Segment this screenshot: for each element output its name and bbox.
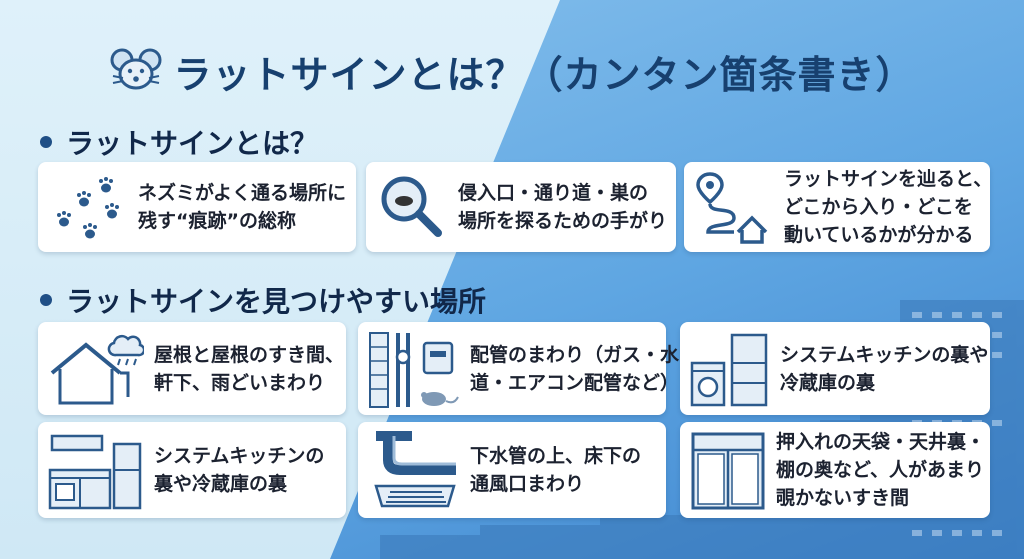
- place-card-roof-text: 屋根と屋根のすき間、 軒下、雨どいまわり: [154, 341, 344, 397]
- page-title: ラットサインとは？（カンタン箇条書き）: [0, 36, 1024, 106]
- text-line: どこから入り・どこを: [784, 196, 973, 218]
- mouse-icon: [109, 46, 163, 96]
- text-line: 場所を探るための手がり: [458, 210, 668, 232]
- magnifier-icon: [376, 171, 448, 243]
- about-card-clue-text: 侵入口・通り道・巣の 場所を探るための手がり: [458, 179, 667, 235]
- section-heading-places: ラットサインを見つけやすい場所: [40, 280, 486, 320]
- section-heading-about: ラットサインとは？: [40, 122, 318, 162]
- page-title-text: ラットサインとは？（カンタン箇条書き）: [173, 52, 915, 97]
- place-card-closet: 押入れの天袋・天井裏・ 棚の奥など、人があまり 覗かないすき間: [680, 422, 990, 518]
- place-card-drain-text: 下水管の上、床下の 通風口まわり: [470, 442, 641, 498]
- place-card-kitchen-text: システムキッチンの 裏や冷蔵庫の裏: [154, 442, 324, 498]
- closet-icon: [690, 430, 766, 510]
- text-line: 裏や冷蔵庫の裏: [154, 473, 288, 495]
- text-line: システムキッチンの: [154, 445, 325, 467]
- fridge-washer-icon: [690, 329, 770, 409]
- section-heading-about-text: ラットサインとは？: [66, 127, 319, 160]
- text-line: 棚の奥など、人があまり: [776, 459, 985, 481]
- about-card-traces-text: ネズミがよく通る場所に 残す“痕跡”の総称: [138, 179, 346, 235]
- about-card-clue: 侵入口・通り道・巣の 場所を探るための手がり: [366, 162, 676, 252]
- text-line: 配管のまわり（ガス・水: [470, 343, 680, 366]
- about-card-traces: ネズミがよく通る場所に 残す“痕跡”の総称: [38, 162, 356, 252]
- roof-rain-icon: [48, 329, 144, 409]
- place-card-kitchen: システムキッチンの 裏や冷蔵庫の裏: [38, 422, 346, 518]
- place-card-pipes-text: 配管のまわり（ガス・水 道・エアコン配管など）: [470, 341, 679, 397]
- place-card-drain: 下水管の上、床下の 通風口まわり: [358, 422, 666, 518]
- text-line: 動いているかが分かる: [784, 224, 974, 246]
- text-line: 道・エアコン配管など）: [470, 371, 680, 394]
- text-line: 覗かないすき間: [776, 487, 910, 509]
- text-line: ラットサインを辿ると、: [784, 168, 993, 190]
- place-card-closet-text: 押入れの天袋・天井裏・ 棚の奥など、人があまり 覗かないすき間: [776, 428, 985, 512]
- about-card-route-text: ラットサインを辿ると、 どこから入り・どこを 動いているかが分かる: [784, 165, 992, 249]
- text-line: システムキッチンの裏や: [780, 343, 989, 366]
- bullet-dot: [40, 136, 52, 148]
- drain-pipe-icon: [368, 430, 460, 510]
- text-line: 残す“痕跡”の総称: [138, 210, 296, 232]
- text-line: 押入れの天袋・天井裏・: [776, 431, 986, 453]
- text-line: ネズミがよく通る場所に: [138, 182, 347, 204]
- place-card-fridge-text: システムキッチンの裏や 冷蔵庫の裏: [780, 341, 988, 397]
- place-card-fridge: システムキッチンの裏や 冷蔵庫の裏: [680, 322, 990, 415]
- route-house-icon: [694, 170, 774, 244]
- place-card-roof: 屋根と屋根のすき間、 軒下、雨どいまわり: [38, 322, 346, 415]
- pipes-mouse-icon: [368, 327, 460, 411]
- kitchen-icon: [48, 430, 144, 510]
- text-line: 冷蔵庫の裏: [780, 371, 876, 394]
- text-line: 軒下、雨どいまわり: [154, 371, 326, 394]
- about-card-route: ラットサインを辿ると、 どこから入り・どこを 動いているかが分かる: [684, 162, 992, 252]
- text-line: 下水管の上、床下の: [470, 445, 642, 467]
- bullet-dot: [40, 294, 52, 306]
- place-card-pipes: 配管のまわり（ガス・水 道・エアコン配管など）: [358, 322, 679, 415]
- paw-prints-icon: [48, 168, 128, 246]
- section-heading-places-text: ラットサインを見つけやすい場所: [66, 285, 487, 318]
- text-line: 屋根と屋根のすき間、: [154, 343, 345, 366]
- text-line: 通風口まわり: [470, 473, 585, 495]
- text-line: 侵入口・通り道・巣の: [458, 182, 649, 204]
